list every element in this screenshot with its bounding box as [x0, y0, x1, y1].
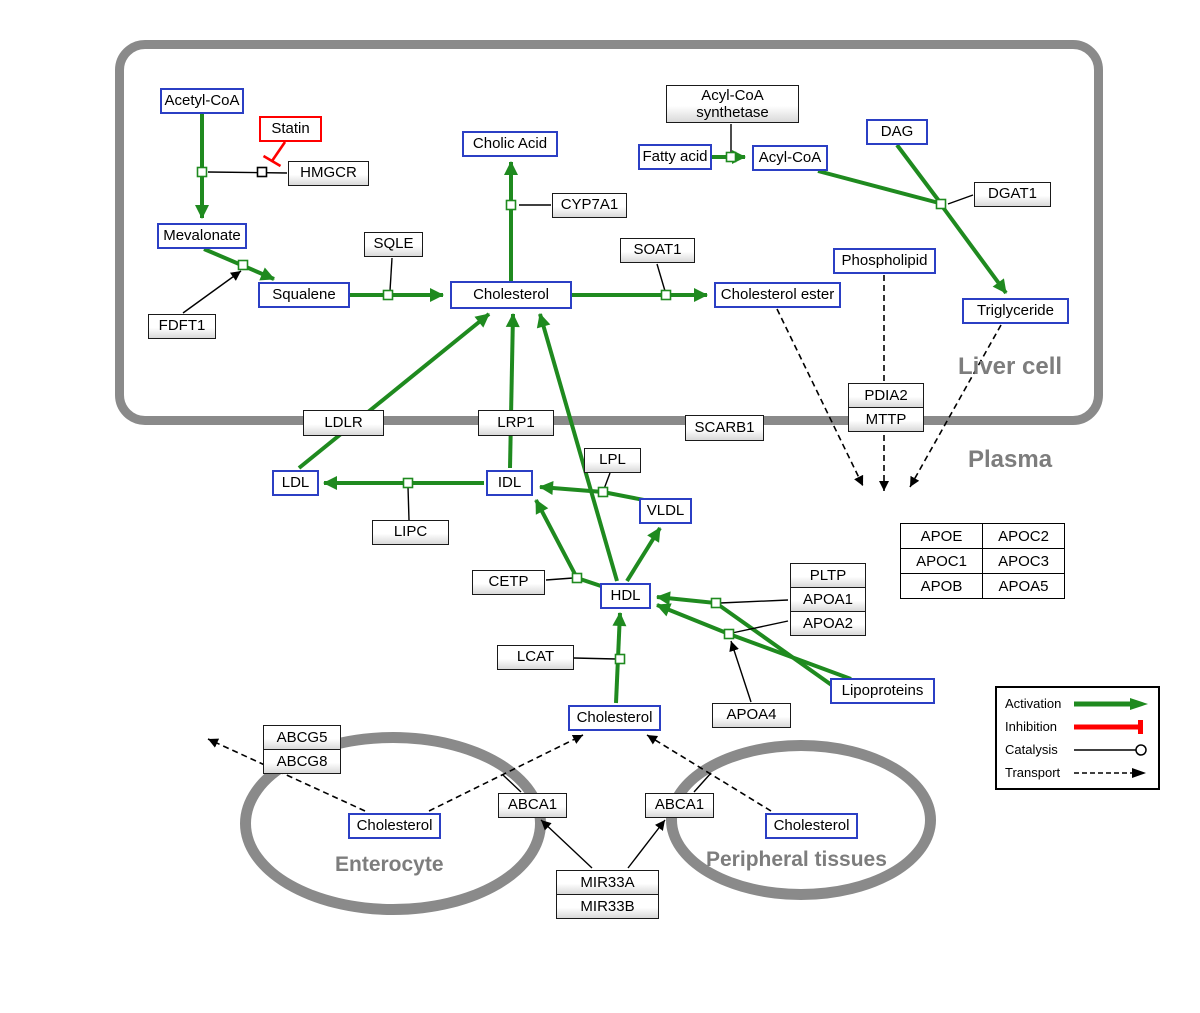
- legend-catalysis-label: Catalysis: [1005, 742, 1058, 757]
- enzyme-cyp7a1[interactable]: CYP7A1: [552, 193, 627, 218]
- enterocyte-outline: [240, 732, 546, 915]
- node-idl[interactable]: IDL: [486, 470, 533, 496]
- legend-inhibition-label: Inhibition: [1005, 719, 1058, 734]
- legend-activation: Activation: [1005, 696, 1150, 711]
- receptor-lrp1[interactable]: LRP1: [478, 410, 554, 436]
- apo-cell[interactable]: APOC3: [982, 548, 1065, 574]
- inhibition-tbar-icon: [1074, 719, 1143, 734]
- apo-cell[interactable]: APOB: [900, 573, 983, 599]
- stack-pdia2-mttp: PDIA2 MTTP: [848, 383, 924, 432]
- liver-cell-label: Liver cell: [958, 353, 1063, 380]
- enterocyte-label: Enterocyte: [335, 853, 444, 876]
- apolipoprotein-table: APOE APOC2 APOC1 APOC3 APOB APOA5: [900, 523, 1065, 599]
- enzyme-hmgcr[interactable]: HMGCR: [288, 161, 369, 186]
- node-lipoproteins[interactable]: Lipoproteins: [830, 678, 935, 704]
- apo-cell[interactable]: APOA5: [982, 573, 1065, 599]
- legend-catalysis: Catalysis: [1005, 742, 1150, 757]
- node-squalene[interactable]: Squalene: [258, 282, 350, 308]
- node-cholesterol-enterocyte[interactable]: Cholesterol: [348, 813, 441, 839]
- enzyme-dgat1[interactable]: DGAT1: [974, 182, 1051, 207]
- enzyme-lpl[interactable]: LPL: [584, 448, 641, 473]
- enzyme-lcat[interactable]: LCAT: [497, 645, 574, 670]
- node-dag[interactable]: DAG: [866, 119, 928, 145]
- node-fatty-acid[interactable]: Fatty acid: [638, 144, 712, 170]
- enzyme-apoa4[interactable]: APOA4: [712, 703, 791, 728]
- peripheral-tissues-outline: [666, 740, 936, 900]
- transporter-abcg5[interactable]: ABCG5: [263, 725, 341, 750]
- legend-transport: Transport: [1005, 765, 1150, 780]
- enzyme-lipc[interactable]: LIPC: [372, 520, 449, 545]
- legend: Activation Inhibition Catalysis Transpor…: [995, 686, 1160, 790]
- enzyme-cetp[interactable]: CETP: [472, 570, 545, 595]
- plasma-label: Plasma: [968, 446, 1053, 473]
- liver-cell-outline: [115, 40, 1103, 425]
- mirna-mir33b[interactable]: MIR33B: [556, 894, 659, 919]
- node-mevalonate[interactable]: Mevalonate: [157, 223, 247, 249]
- mirna-mir33a[interactable]: MIR33A: [556, 870, 659, 895]
- node-cholesterol-peripheral[interactable]: Cholesterol: [765, 813, 858, 839]
- node-cholic-acid[interactable]: Cholic Acid: [462, 131, 558, 157]
- transporter-abcg8[interactable]: ABCG8: [263, 749, 341, 774]
- transporter-abca1-right[interactable]: ABCA1: [645, 793, 714, 818]
- enzyme-fdft1[interactable]: FDFT1: [148, 314, 216, 339]
- legend-transport-label: Transport: [1005, 765, 1061, 780]
- node-cholesterol-ester[interactable]: Cholesterol ester: [714, 282, 841, 308]
- enzyme-pdia2[interactable]: PDIA2: [848, 383, 924, 408]
- acs-line1: Acyl-CoA: [701, 86, 764, 104]
- receptor-ldlr[interactable]: LDLR: [303, 410, 384, 436]
- node-ldl[interactable]: LDL: [272, 470, 319, 496]
- node-triglyceride[interactable]: Triglyceride: [962, 298, 1069, 324]
- enzyme-sqle[interactable]: SQLE: [364, 232, 423, 257]
- receptor-scarb1[interactable]: SCARB1: [685, 415, 764, 441]
- activation-arrow-icon: [1074, 697, 1148, 710]
- transport-dashed-arrow-icon: [1074, 767, 1146, 778]
- enzyme-soat1[interactable]: SOAT1: [620, 238, 695, 263]
- stack-mir33: MIR33A MIR33B: [556, 870, 659, 919]
- legend-activation-label: Activation: [1005, 696, 1062, 711]
- node-hdl[interactable]: HDL: [600, 583, 651, 609]
- enzyme-mttp[interactable]: MTTP: [848, 407, 924, 432]
- enzyme-apoa2[interactable]: APOA2: [790, 611, 866, 636]
- transporter-abca1-left[interactable]: ABCA1: [498, 793, 567, 818]
- node-cholesterol-liver[interactable]: Cholesterol: [450, 281, 572, 309]
- node-statin[interactable]: Statin: [259, 116, 322, 142]
- node-acetyl-coa[interactable]: Acetyl-CoA: [160, 88, 244, 114]
- enzyme-apoa1[interactable]: APOA1: [790, 587, 866, 612]
- apo-cell[interactable]: APOC2: [982, 523, 1065, 549]
- node-cholesterol-plasma[interactable]: Cholesterol: [568, 705, 661, 731]
- catalysis-circle-icon: [1074, 743, 1147, 756]
- apo-cell[interactable]: APOE: [900, 523, 983, 549]
- enzyme-pltp[interactable]: PLTP: [790, 563, 866, 588]
- legend-inhibition: Inhibition: [1005, 719, 1150, 734]
- node-vldl[interactable]: VLDL: [639, 498, 692, 524]
- node-acyl-coa[interactable]: Acyl-CoA: [752, 145, 828, 171]
- apo-cell[interactable]: APOC1: [900, 548, 983, 574]
- node-phospholipid[interactable]: Phospholipid: [833, 248, 936, 274]
- acs-line2: synthetase: [696, 104, 769, 121]
- stack-abcg5-abcg8: ABCG5 ABCG8: [263, 725, 341, 774]
- enzyme-acyl-coa-synthetase[interactable]: Acyl-CoA synthetase: [666, 85, 799, 123]
- stack-pltp-apoa1-apoa2: PLTP APOA1 APOA2: [790, 563, 866, 636]
- peripheral-tissues-label: Peripheral tissues: [706, 848, 887, 871]
